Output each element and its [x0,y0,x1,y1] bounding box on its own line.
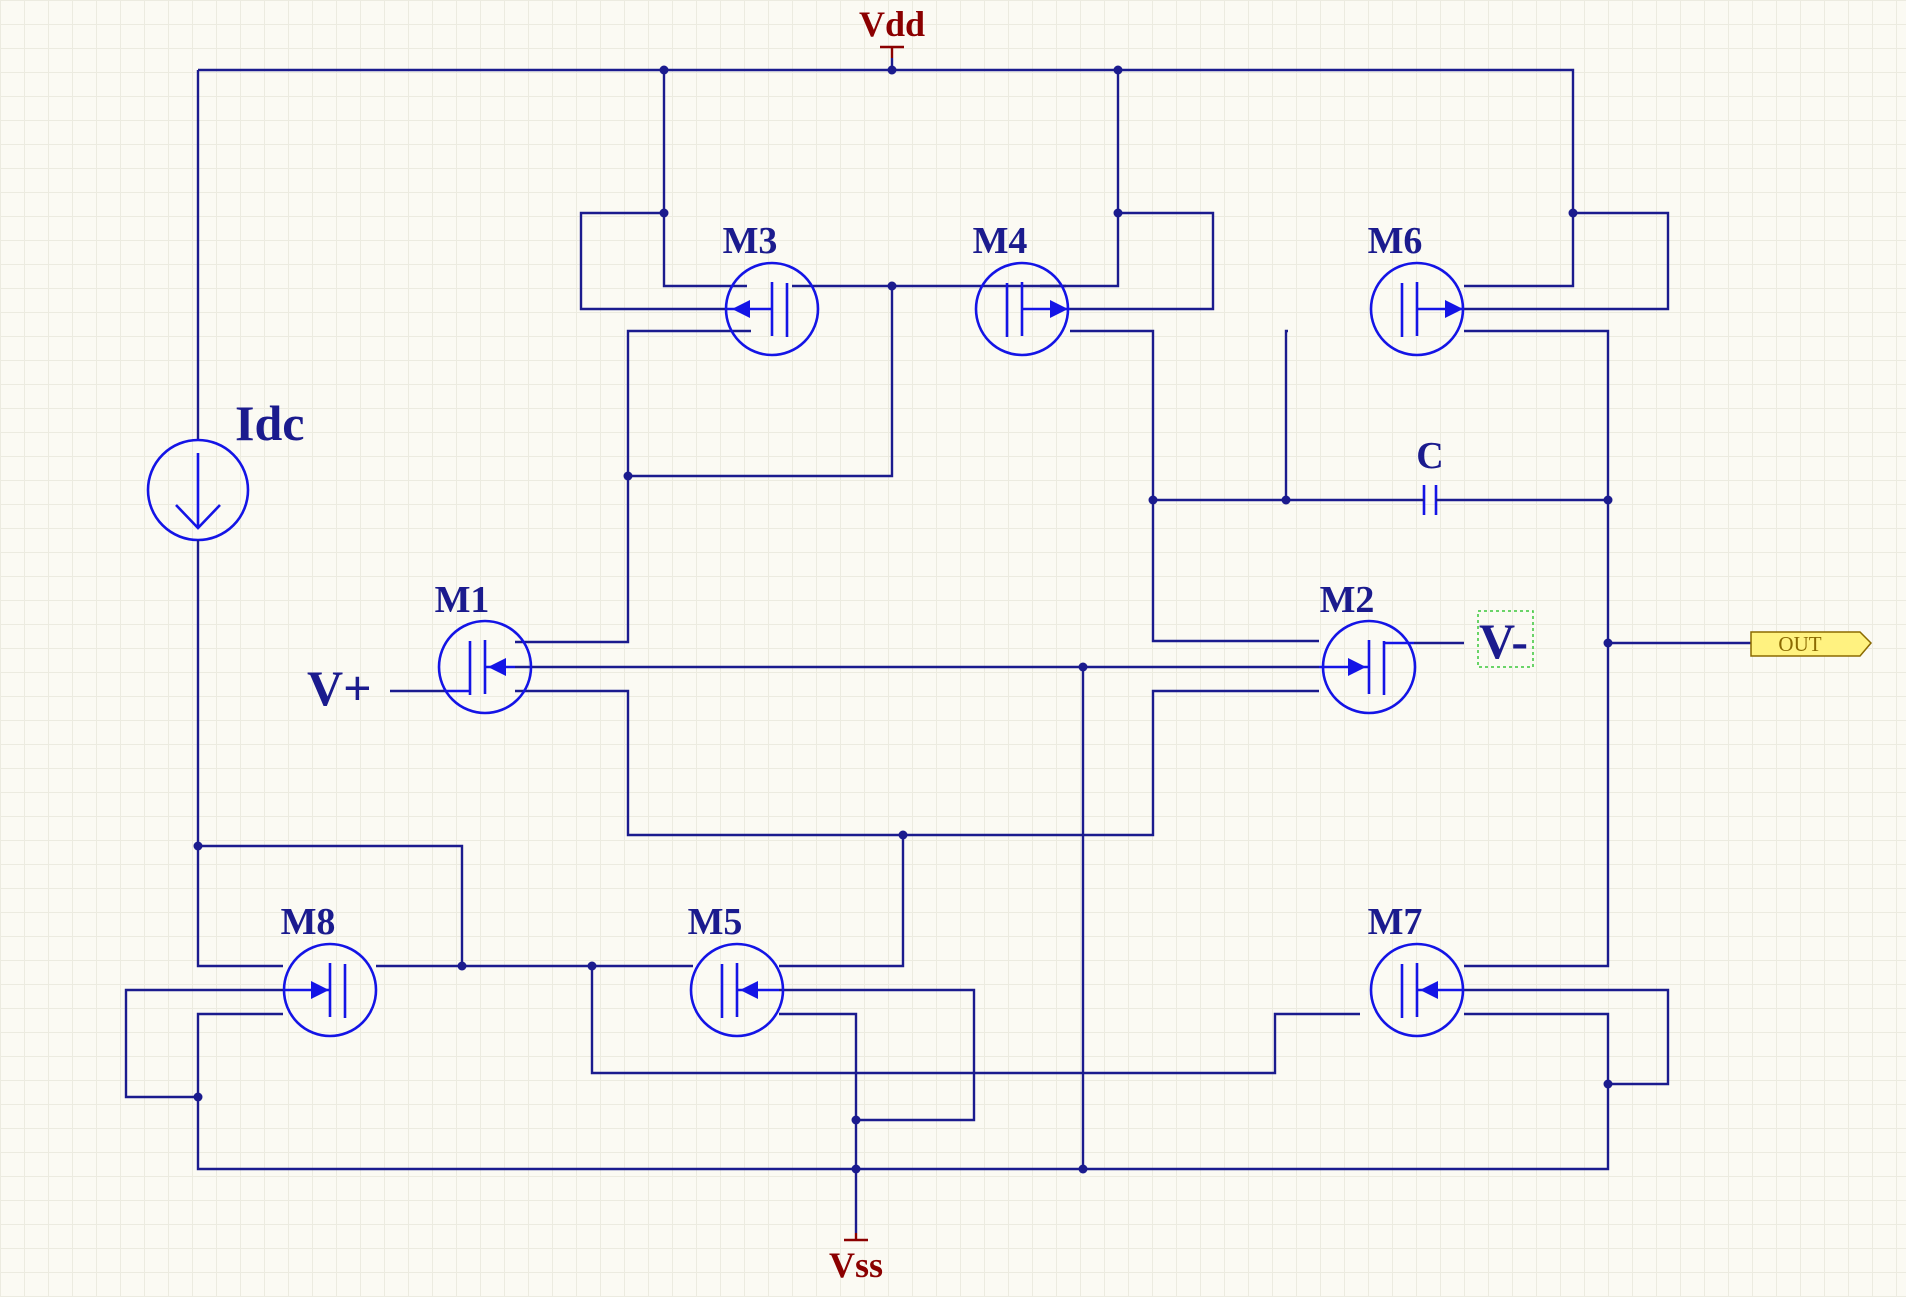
v-minus-label: V- [1479,613,1528,669]
v-plus-label: V+ [307,660,372,716]
m2-label: M2 [1320,579,1375,621]
input-v-plus: V+ [307,660,372,716]
transistor-m2: M2 [1319,579,1417,715]
capacitor-c: C [1416,435,1444,515]
transistor-m6: M6 [1368,220,1465,357]
vdd-label: Vdd [859,4,925,44]
selection-box [1477,610,1534,668]
transistor-m4: M4 [973,220,1070,357]
transistor-m7: M7 [1368,901,1465,1038]
capacitor-label: C [1416,435,1443,477]
m3-label: M3 [723,220,778,262]
m1-label: M1 [435,579,490,621]
current-source-idc: Idc [146,395,304,545]
m5-label: M5 [688,901,743,943]
vss-symbol: Vss [829,1233,883,1285]
m7-label: M7 [1368,901,1423,943]
wires [124,58,1751,1233]
input-v-minus: V- [1477,610,1534,669]
transistor-m3: M3 [723,220,820,357]
vdd-symbol: Vdd [859,4,925,58]
vss-label: Vss [829,1245,883,1285]
idc-label: Idc [235,395,304,451]
transistor-m8: M8 [281,901,378,1038]
m4-label: M4 [973,220,1028,262]
output-port[interactable]: OUT [1750,631,1873,657]
out-label: OUT [1778,632,1821,656]
junction-dots [193,65,1613,1174]
m6-label: M6 [1368,220,1423,262]
transistor-m1: M1 [435,579,533,715]
m8-label: M8 [281,901,336,943]
transistor-m5: M5 [688,901,785,1038]
